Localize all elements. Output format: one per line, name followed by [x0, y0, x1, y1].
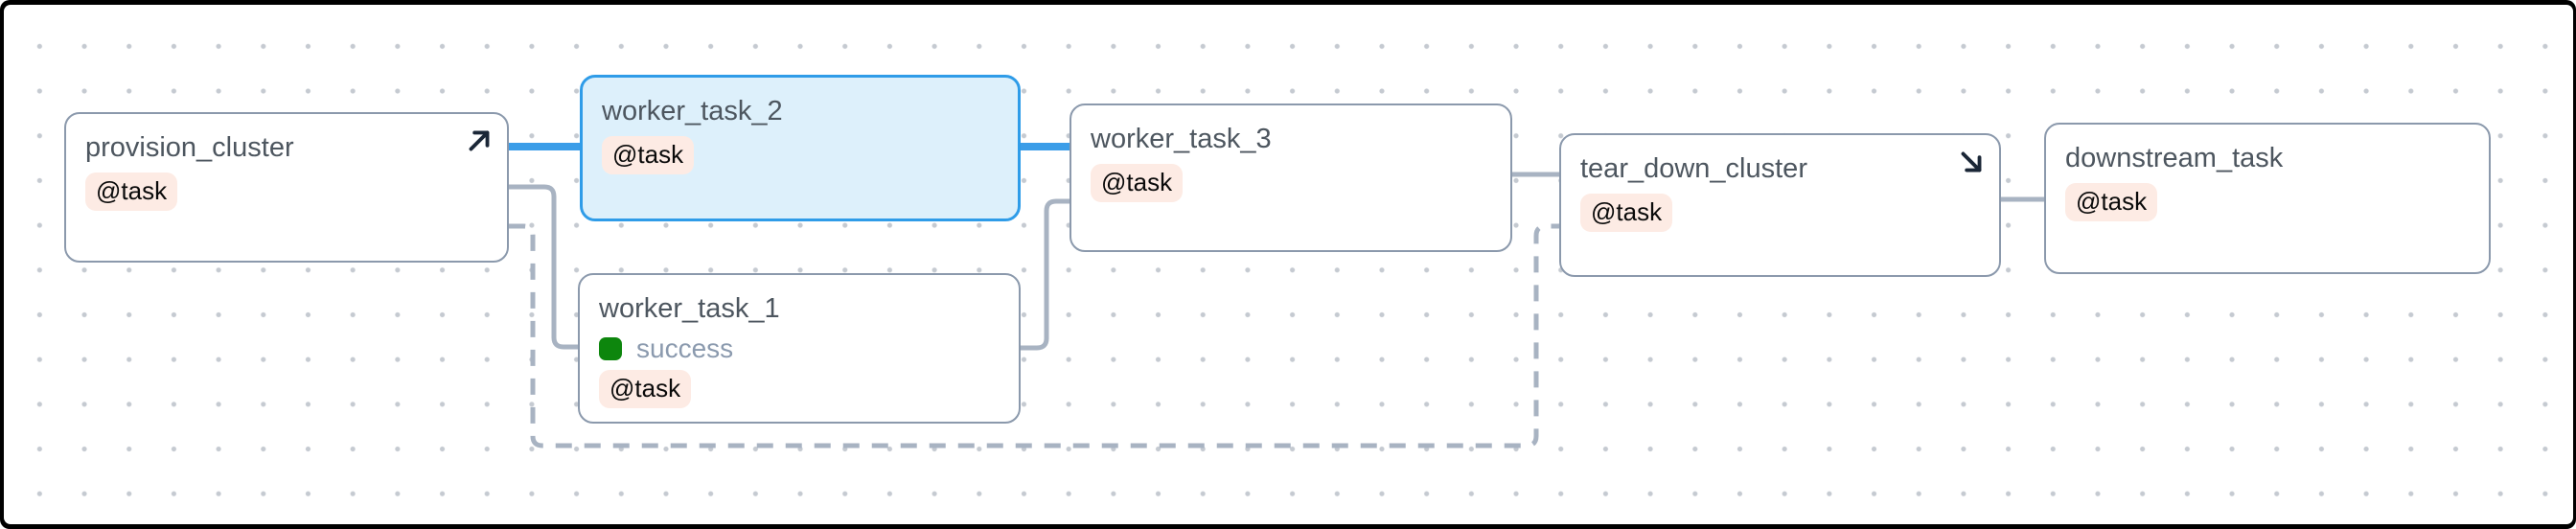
task-node-worker_task_3[interactable]: worker_task_3 @task	[1070, 104, 1512, 252]
task-decorator-badge: @task	[599, 370, 692, 408]
task-decorator-badge: @task	[85, 172, 178, 211]
task-node-provision_cluster[interactable]: provision_cluster @task	[64, 112, 509, 263]
arrow-down-right-icon	[1961, 151, 1982, 172]
task-node-worker_task_1[interactable]: worker_task_1 success @task	[578, 273, 1021, 424]
task-decorator-badge: @task	[1091, 164, 1184, 202]
edge-worker_task_1-to-worker_task_3	[1021, 198, 1070, 351]
arrow-up-right-icon	[469, 130, 490, 151]
task-label: downstream_task	[2065, 143, 2284, 173]
edge-provision_cluster-to-worker_task_1	[509, 184, 578, 350]
task-label: worker_task_1	[599, 293, 780, 324]
task-decorator-badge: @task	[602, 136, 695, 174]
task-node-downstream_task[interactable]: downstream_task @task	[2044, 123, 2491, 274]
task-decorator-badge: @task	[2065, 183, 2158, 221]
task-label: provision_cluster	[85, 132, 294, 163]
task-node-worker_task_2[interactable]: worker_task_2 @task	[580, 75, 1021, 221]
task-status-label: success	[636, 334, 734, 363]
success-status-icon	[599, 337, 622, 360]
task-decorator-badge: @task	[1580, 194, 1673, 232]
task-label: worker_task_2	[602, 96, 783, 126]
task-status-row: success	[599, 335, 1000, 362]
task-label: worker_task_3	[1091, 124, 1272, 154]
task-label: tear_down_cluster	[1580, 153, 1807, 184]
task-node-tear_down_cluster[interactable]: tear_down_cluster @task	[1559, 133, 2001, 277]
edge-provision_cluster-to-tear_down_cluster	[509, 223, 1559, 448]
